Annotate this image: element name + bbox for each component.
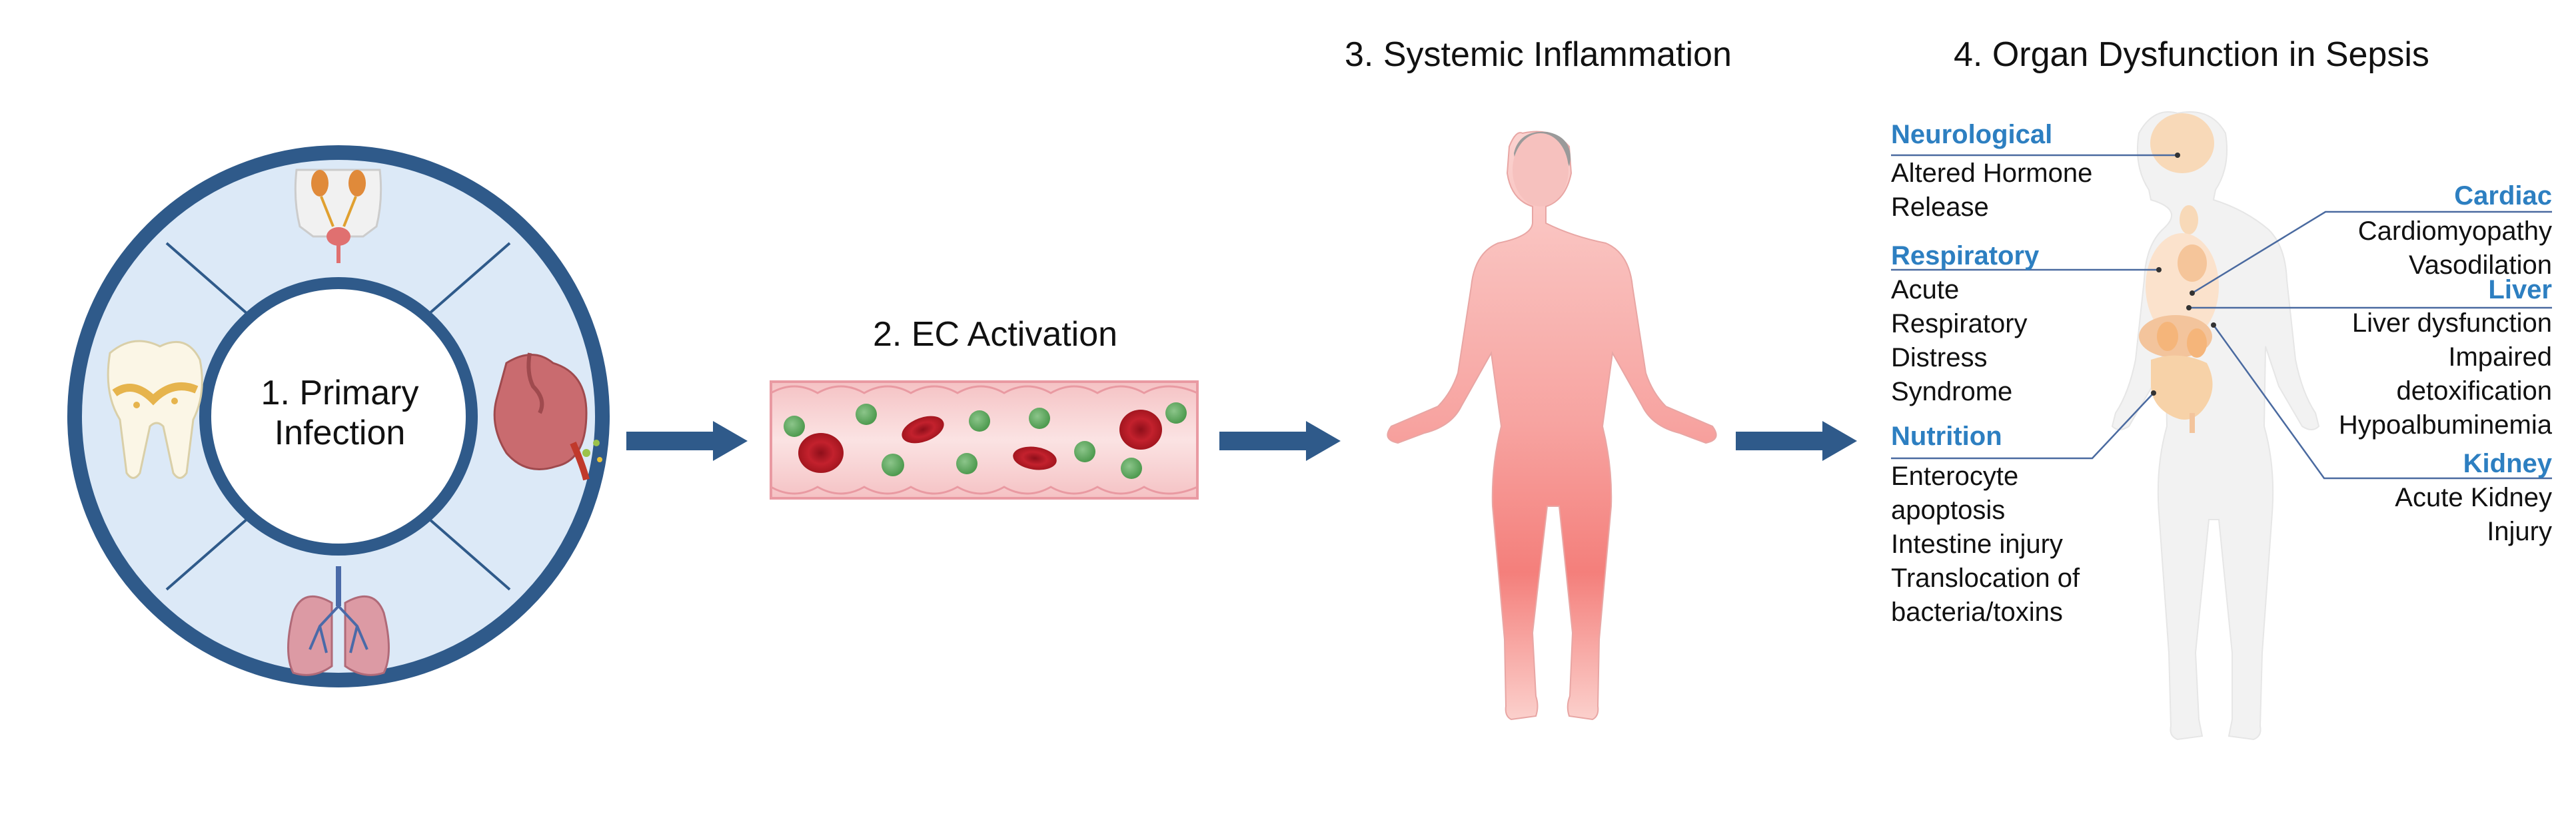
leukocyte [1074, 441, 1095, 462]
step-primary-infection-label: 1. Primary Infection [261, 374, 419, 452]
leukocyte [1121, 458, 1142, 479]
urinary-tract-icon [294, 169, 382, 263]
face [1513, 133, 1569, 206]
intestine [2151, 355, 2213, 420]
inner-ring [199, 277, 478, 556]
thyroid [2180, 205, 2198, 234]
ring-divider [165, 242, 248, 314]
red-blood-cell [902, 416, 944, 444]
respiratory-effects: Acute Respiratory Distress Syndrome [1891, 275, 2028, 406]
kidney [2157, 322, 2178, 351]
arrow-3 [1736, 421, 1857, 461]
ring-divider [428, 242, 511, 314]
nutrition-effects: Enterocyte apoptosis Intestine injury Tr… [1891, 462, 2080, 627]
organ-body-figure [1891, 111, 2552, 741]
body-silhouette [1387, 131, 1717, 721]
arrow-2 [1219, 421, 1341, 461]
leukocyte [1029, 408, 1050, 429]
intestine-icon [493, 352, 602, 481]
neurological-heading: Neurological [1891, 120, 2053, 149]
red-blood-cell [1119, 410, 1162, 450]
leukocyte [856, 404, 877, 425]
ring-divider [165, 518, 248, 591]
leukocyte [969, 410, 990, 432]
respiratory-heading: Respiratory [1891, 241, 2040, 270]
lungs-icon [287, 566, 390, 676]
arrow-1 [626, 421, 748, 461]
red-blood-cell [798, 433, 844, 473]
leukocyte [1165, 402, 1187, 424]
step-organ-dysfunction-label: 4. Organ Dysfunction in Sepsis [1954, 35, 2429, 74]
kidney-effects: Acute Kidney Injury [2395, 483, 2552, 546]
step-ec-activation-label: 2. EC Activation [873, 315, 1118, 354]
grey-body-silhouette [2111, 111, 2320, 741]
flow-arrows [626, 421, 1857, 461]
nutrition-heading: Nutrition [1891, 422, 2002, 451]
infection-ring [67, 145, 610, 687]
brain [2150, 113, 2214, 173]
cardiac-heading: Cardiac [2454, 181, 2552, 210]
tooth-icon [107, 340, 203, 479]
leukocyte [784, 416, 805, 437]
ring-divider [428, 518, 511, 591]
step-systemic-inflammation-label: 3. Systemic Inflammation [1345, 35, 1732, 74]
liver-heading: Liver [2488, 275, 2552, 304]
neurological-effects: Altered Hormone Release [1891, 159, 2093, 222]
liver-effects: Liver dysfunction Impaired detoxificatio… [2338, 308, 2552, 440]
cardiac-effects: Cardiomyopathy Vasodilation [2357, 216, 2552, 280]
leader-lines [1891, 154, 2552, 480]
leukocyte [956, 453, 977, 474]
leukocyte [882, 454, 904, 476]
heart [2178, 244, 2207, 282]
kidney-heading: Kidney [2463, 449, 2552, 478]
inflamed-body-figure [1387, 131, 1717, 721]
blood-vessel [770, 380, 1199, 500]
kidney [2187, 328, 2207, 358]
red-blood-cell [1013, 446, 1057, 470]
